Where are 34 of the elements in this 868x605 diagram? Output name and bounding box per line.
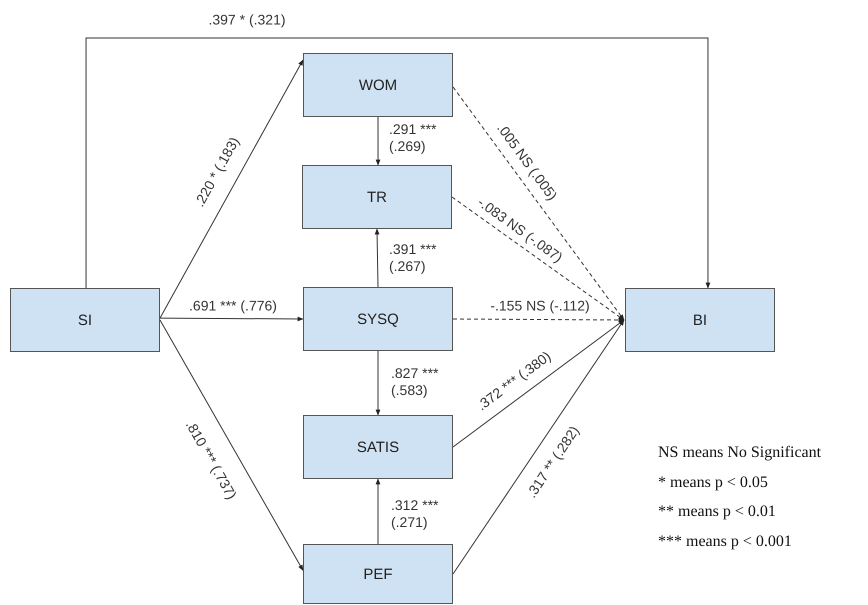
arrow — [452, 86, 624, 320]
arrow — [374, 228, 380, 288]
variable-box — [303, 287, 453, 351]
edge-label: .397 * (.321) — [207, 12, 287, 28]
note: *** means p < 0.001 — [658, 532, 792, 550]
variable-name: SATIS — [356, 438, 400, 456]
variable-name: WOM — [358, 76, 398, 94]
arrow — [160, 320, 304, 571]
arrow — [452, 320, 624, 574]
variable-box — [303, 544, 453, 604]
arrow — [86, 38, 710, 289]
arrow — [376, 116, 380, 166]
edge-label: .691 *** (.776) — [188, 298, 278, 314]
variable-box — [303, 415, 453, 479]
arrow — [452, 318, 625, 322]
arrow — [376, 478, 380, 544]
variable-box — [10, 288, 160, 352]
note: ** means p < 0.01 — [658, 503, 776, 521]
variable-name: PEF — [363, 566, 393, 582]
variable-name: SI — [78, 312, 92, 328]
arrow — [160, 316, 304, 322]
arrow — [376, 350, 380, 416]
variable-name: SYSQ — [357, 310, 399, 328]
variable-name: BI — [692, 312, 708, 328]
variable-box — [625, 288, 775, 352]
edge-label: -.155 NS (-.112) — [489, 298, 591, 314]
variable-name: TR — [367, 188, 387, 206]
variable-box — [303, 53, 453, 117]
arrow — [452, 320, 624, 448]
arrow — [160, 60, 304, 319]
variable-box — [302, 165, 452, 229]
arrow — [452, 196, 624, 320]
note: * means p < 0.05 — [658, 474, 768, 492]
note: NS means No Significant — [658, 444, 822, 462]
